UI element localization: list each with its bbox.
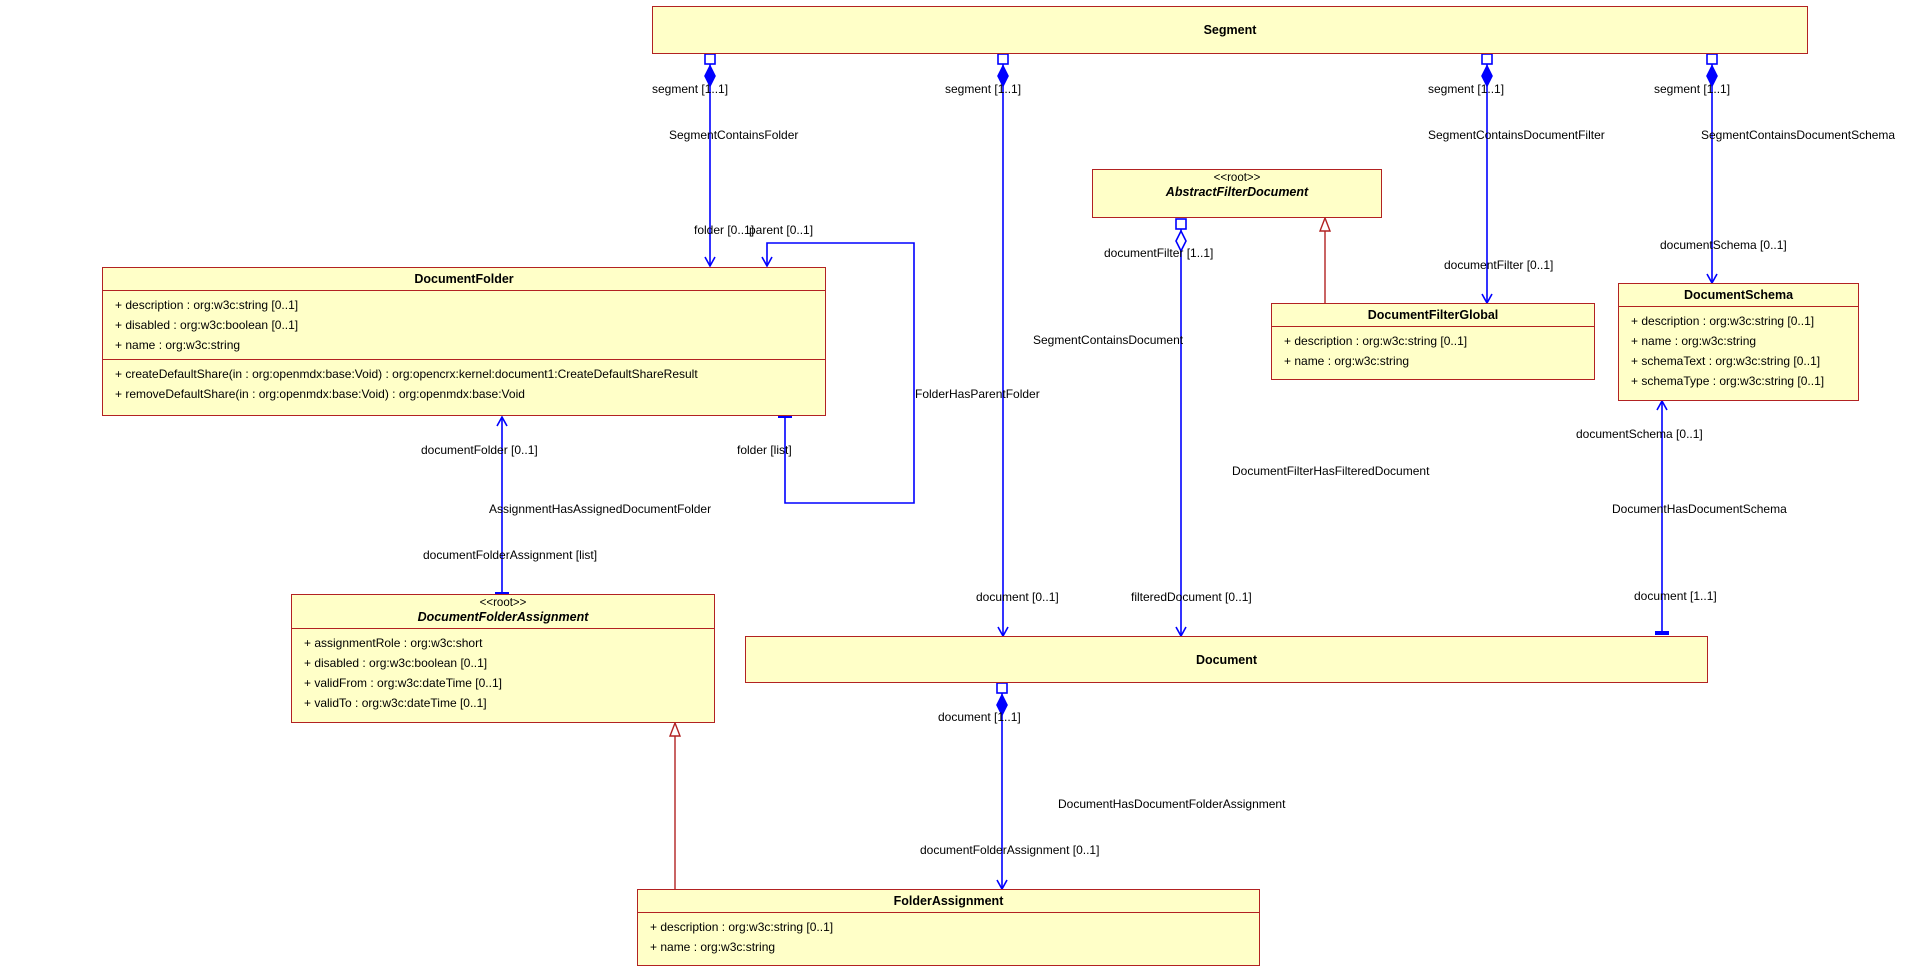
role-label: document [1..1] [1634,589,1717,603]
document-filter-global-attributes: + description : org:w3c:string [0..1] + … [1272,326,1594,375]
association-name-label: AssignmentHasAssignedDocumentFolder [489,502,712,516]
attribute: + validFrom : org:w3c:dateTime [0..1] [304,676,502,690]
attribute: + description : org:w3c:string [0..1] [1631,314,1815,328]
folder-has-parent-folder-edge [761,242,915,504]
association-name-label: FolderHasParentFolder [915,387,1040,401]
attribute: + name : org:w3c:string [1631,334,1757,348]
attribute: + name : org:w3c:string [1284,354,1410,368]
document-folder-assignment-class[interactable]: <<root>> DocumentFolderAssignment + assi… [291,594,715,723]
association-name-label: SegmentContainsDocumentSchema [1701,128,1896,142]
segment-class[interactable]: Segment [652,6,1808,54]
association-name-label: SegmentContainsDocumentFilter [1428,128,1605,142]
association-name-label: DocumentHasDocumentFolderAssignment [1058,797,1286,811]
role-label: filteredDocument [0..1] [1131,590,1252,604]
folder-assignment-generalization-edge [668,721,682,889]
document-folder-assignment-stereotype: <<root>> [479,597,527,609]
document-class[interactable]: Document [745,636,1708,683]
association-name-label: DocumentFilterHasFilteredDocument [1232,464,1430,478]
document-folder-assignment-attributes: + assignmentRole : org:w3c:short + disab… [292,628,714,717]
segment-class-name: Segment [1203,23,1257,37]
document-folder-class-name: DocumentFolder [414,272,514,286]
document-schema-class-name: DocumentSchema [1683,288,1794,302]
document-has-document-folder-assignment-edge [996,682,1008,891]
role-label: documentFolderAssignment [0..1] [920,843,1100,857]
attribute: + name : org:w3c:string [115,338,241,352]
role-label: documentSchema [0..1] [1576,427,1703,441]
association-name-label: DocumentHasDocumentSchema [1612,502,1787,516]
role-label: documentSchema [0..1] [1660,238,1787,252]
role-label: segment [1..1] [945,82,1022,96]
document-filter-global-class[interactable]: DocumentFilterGlobal + description : org… [1271,303,1595,380]
document-has-document-schema-edge [1655,399,1669,635]
attribute: + assignmentRole : org:w3c:short [304,636,483,650]
association-name-label: SegmentContainsDocument [1033,333,1184,347]
attribute: + disabled : org:w3c:boolean [0..1] [115,318,299,332]
attribute: + description : org:w3c:string [0..1] [1284,334,1468,348]
document-folder-assignment-class-name: DocumentFolderAssignment [417,610,589,624]
segment-contains-document-edge [997,53,1009,638]
role-label: document [1..1] [938,710,1021,724]
role-label: segment [1..1] [1654,82,1731,96]
abstract-filter-document-class[interactable]: <<root>> AbstractFilterDocument [1092,169,1382,218]
segment-contains-document-schema-edge [1706,53,1718,285]
association-name-label: SegmentContainsFolder [669,128,799,142]
folder-assignment-class-name: FolderAssignment [893,894,1004,908]
role-label: segment [1..1] [1428,82,1505,96]
abstract-filter-document-class-name: AbstractFilterDocument [1165,185,1309,199]
role-label: parent [0..1] [749,223,814,237]
operation: + createDefaultShare(in : org:openmdx:ba… [115,367,698,381]
operation: + removeDefaultShare(in : org:openmdx:ba… [115,387,525,401]
document-folder-attributes: + description : org:w3c:string [0..1] + … [103,290,825,359]
role-label: documentFilter [0..1] [1444,258,1554,272]
role-label: folder [list] [737,443,792,457]
role-label: documentFilter [1..1] [1104,246,1214,260]
attribute: + schemaText : org:w3c:string [0..1] [1631,354,1821,368]
document-schema-class[interactable]: DocumentSchema + description : org:w3c:s… [1618,283,1859,401]
document-filter-global-class-name: DocumentFilterGlobal [1367,308,1499,322]
document-folder-class[interactable]: DocumentFolder + description : org:w3c:s… [102,267,826,416]
folder-assignment-attributes: + description : org:w3c:string [0..1] + … [638,912,1259,961]
document-schema-attributes: + description : org:w3c:string [0..1] + … [1619,306,1858,395]
attribute: + name : org:w3c:string [650,940,776,954]
filter-global-generalization-edge [1318,216,1332,303]
role-label: documentFolderAssignment [list] [423,548,598,562]
role-label: folder [0..1] [694,223,755,237]
attribute: + description : org:w3c:string [0..1] [115,298,299,312]
segment-contains-document-filter-edge [1481,53,1493,305]
abstract-filter-document-stereotype: <<root>> [1213,172,1261,184]
role-label: document [0..1] [976,590,1059,604]
document-folder-operations: + createDefaultShare(in : org:openmdx:ba… [103,359,825,408]
document-filter-has-filtered-document-edge [1175,218,1187,638]
attribute: + schemaType : org:w3c:string [0..1] [1631,374,1825,388]
role-label: documentFolder [0..1] [421,443,538,457]
attribute: + validTo : org:w3c:dateTime [0..1] [304,696,487,710]
attribute: + description : org:w3c:string [0..1] [650,920,834,934]
segment-contains-folder-edge [704,53,716,268]
attribute: + disabled : org:w3c:boolean [0..1] [304,656,488,670]
folder-assignment-class[interactable]: FolderAssignment + description : org:w3c… [637,889,1260,966]
document-class-name: Document [1195,652,1258,667]
role-label: segment [1..1] [652,82,729,96]
